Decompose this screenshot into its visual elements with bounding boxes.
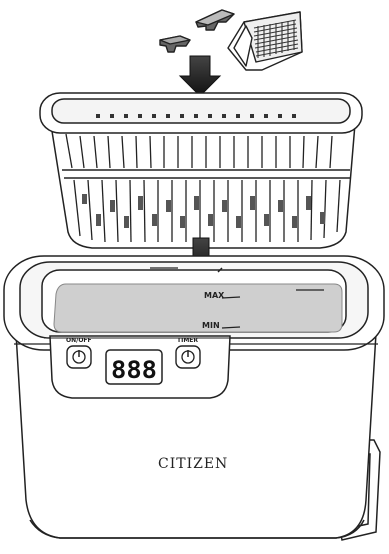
shaver-cutter-block bbox=[228, 12, 302, 70]
power-button-label: ON/OFF bbox=[66, 337, 92, 344]
cleaning-basket bbox=[40, 93, 362, 248]
max-label: MAX bbox=[204, 291, 225, 300]
water-level bbox=[54, 284, 342, 332]
power-button[interactable] bbox=[67, 346, 91, 368]
min-label: MIN bbox=[202, 321, 220, 330]
insert-arrow-top bbox=[180, 56, 220, 96]
timer-button[interactable] bbox=[176, 346, 200, 368]
timer-button-label: TIMER bbox=[177, 337, 198, 344]
shaver-parts bbox=[160, 10, 302, 70]
display-digits: 888 bbox=[111, 356, 157, 384]
shaver-clip-middle bbox=[196, 10, 234, 30]
cleaner-unit bbox=[4, 256, 384, 540]
shaver-clip-left bbox=[160, 36, 190, 52]
basket-rim-slots bbox=[96, 114, 296, 118]
brand-logo: CITIZEN bbox=[158, 456, 228, 472]
